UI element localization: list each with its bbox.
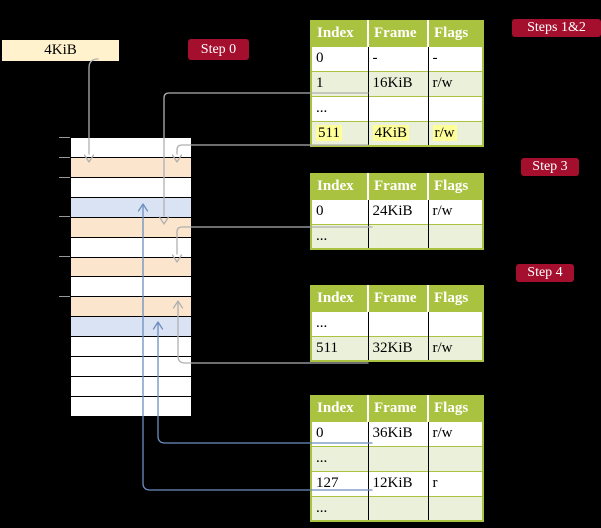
table-cell: 36KiB	[368, 420, 429, 446]
table-cell	[368, 445, 429, 471]
frame-boundary-tick	[59, 296, 70, 297]
table-cell	[428, 495, 483, 521]
frame-size-label: 4KiB	[2, 40, 119, 61]
memory-frame-row	[71, 337, 191, 358]
column-header: Index	[311, 174, 369, 199]
memory-frame-row	[71, 357, 191, 378]
arrow-4kib	[171, 144, 369, 163]
table-row: ...	[311, 495, 483, 521]
badge-step4: Step 4	[516, 264, 574, 282]
column-header: Flags	[428, 286, 483, 311]
memory-frame-row	[71, 257, 191, 278]
table-cell: ...	[311, 95, 369, 121]
badge-step0: Step 0	[188, 39, 249, 60]
column-header: Frame	[368, 396, 429, 421]
table-cell	[428, 445, 483, 471]
frame-boundary-tick	[59, 256, 70, 257]
memory-frame-row	[71, 237, 191, 258]
table-cell: 127	[311, 470, 369, 496]
table-cell	[428, 95, 483, 121]
memory-frame-row	[71, 377, 191, 397]
memory-frame-row	[71, 217, 191, 238]
table-cell: 0	[311, 420, 369, 446]
table-cell: 511	[311, 335, 369, 361]
table-cell: r/w	[428, 198, 483, 224]
table-cell: 0	[311, 45, 369, 71]
frame-boundary-tick	[59, 137, 70, 138]
column-header: Flags	[428, 21, 483, 46]
table-cell: r/w	[428, 335, 483, 361]
frame-boundary-tick	[59, 216, 70, 217]
column-header: Frame	[368, 174, 429, 199]
table-cell: 16KiB	[368, 70, 429, 96]
table-row: 0--	[311, 45, 483, 71]
table-cell: ...	[311, 223, 369, 249]
memory-frame-row	[71, 277, 191, 298]
table-cell: r/w	[428, 120, 483, 146]
memory-frame-row	[71, 157, 191, 178]
table-cell: 32KiB	[368, 335, 429, 361]
memory-frame-row	[71, 197, 191, 218]
table-cell: -	[368, 45, 429, 71]
table-cell	[368, 223, 429, 249]
memory-frame-row	[71, 317, 191, 338]
badge-step3: Step 3	[521, 158, 579, 176]
table-cell: 511	[311, 120, 369, 146]
frame-boundary-tick	[59, 157, 70, 158]
frame-boundary-ticks	[59, 137, 70, 416]
memory-frame-row	[71, 396, 191, 416]
table-row: ...	[311, 95, 483, 121]
table-cell: ...	[311, 495, 369, 521]
table-row: ...	[311, 445, 483, 471]
table-cell: 1	[311, 70, 369, 96]
table-cell	[428, 310, 483, 336]
column-header: Index	[311, 21, 369, 46]
column-header: Index	[311, 396, 369, 421]
table-cell: ...	[311, 445, 369, 471]
table-cell: -	[428, 45, 483, 71]
table-cell	[368, 310, 429, 336]
physical-memory-column	[70, 137, 192, 417]
column-header: Frame	[368, 286, 429, 311]
column-header: Frame	[368, 21, 429, 46]
table-cell: r/w	[428, 70, 483, 96]
table-cell	[428, 223, 483, 249]
frame-boundary-tick	[59, 177, 70, 178]
memory-frame-row	[71, 297, 191, 318]
table-cell: r/w	[428, 420, 483, 446]
column-header: Flags	[428, 396, 483, 421]
table-row: ...	[311, 223, 483, 249]
column-header: Index	[311, 286, 369, 311]
table-cell: 24KiB	[368, 198, 429, 224]
table-row: ...	[311, 310, 483, 336]
column-header: Flags	[428, 174, 483, 199]
table-cell: r	[428, 470, 483, 496]
memory-frame-row	[71, 138, 191, 158]
memory-frame-row	[71, 177, 191, 198]
badge-steps12: Steps 1&2	[512, 19, 601, 37]
table-cell: 4KiB	[368, 120, 429, 146]
table-cell	[368, 495, 429, 521]
table-cell: ...	[311, 310, 369, 336]
table-cell	[368, 95, 429, 121]
table-cell: 0	[311, 198, 369, 224]
table-cell: 12KiB	[368, 470, 429, 496]
